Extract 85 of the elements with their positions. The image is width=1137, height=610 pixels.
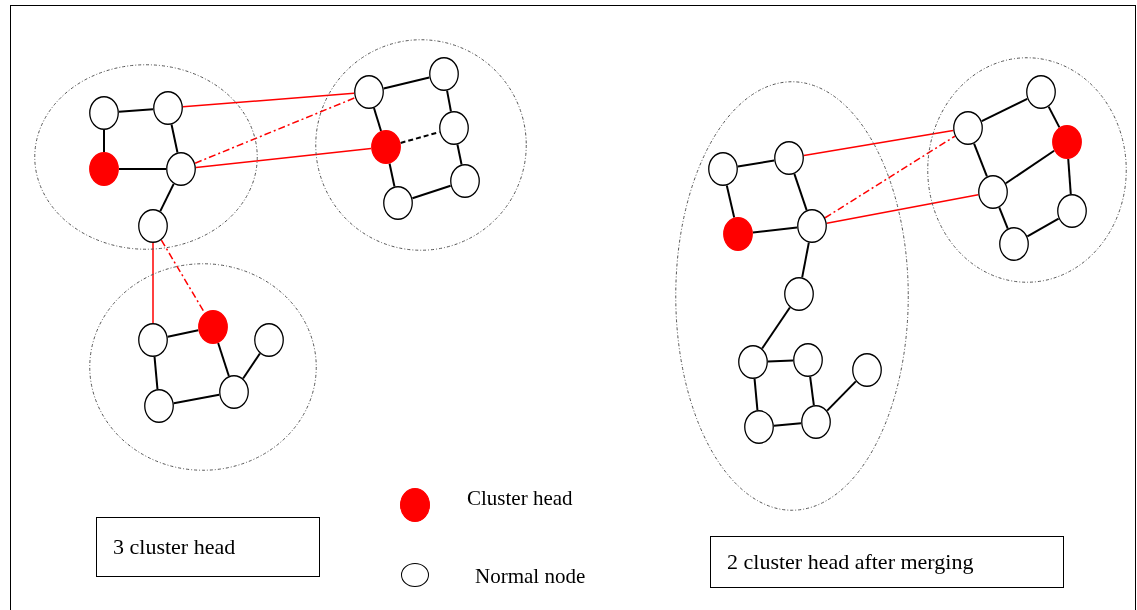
link-line bbox=[152, 242, 154, 324]
link-line bbox=[1047, 105, 1061, 129]
link-line bbox=[172, 393, 221, 405]
dashed-link bbox=[194, 97, 356, 164]
link-line bbox=[751, 226, 799, 234]
link-line bbox=[382, 76, 431, 90]
link-line bbox=[446, 89, 452, 113]
normal-node bbox=[801, 405, 831, 439]
normal-node bbox=[166, 152, 196, 186]
link-line bbox=[998, 206, 1009, 230]
legend-label: Cluster head bbox=[467, 487, 573, 509]
link-line bbox=[153, 355, 159, 391]
cluster-boundary bbox=[89, 263, 317, 471]
link-line bbox=[725, 184, 736, 219]
link-line bbox=[793, 172, 808, 212]
cluster-head-node bbox=[89, 152, 119, 186]
normal-node bbox=[383, 186, 413, 220]
link-line bbox=[118, 168, 167, 170]
normal-node bbox=[254, 323, 284, 357]
normal-node bbox=[774, 141, 804, 175]
normal-node bbox=[219, 375, 249, 409]
normal-node bbox=[144, 389, 174, 423]
normal-node bbox=[138, 209, 168, 243]
link-line bbox=[388, 162, 396, 188]
link-line bbox=[803, 129, 954, 157]
link-line bbox=[195, 147, 372, 169]
link-line bbox=[1004, 149, 1056, 185]
link-line bbox=[772, 422, 803, 427]
link-line bbox=[411, 184, 452, 200]
normal-node bbox=[978, 175, 1008, 209]
link-line bbox=[1026, 217, 1060, 238]
caption-text: 3 cluster head bbox=[113, 533, 236, 561]
normal-node bbox=[354, 75, 384, 109]
cluster-head-node bbox=[371, 130, 401, 164]
normal-node bbox=[793, 343, 823, 377]
link-line bbox=[170, 123, 179, 154]
cluster-boundary bbox=[315, 39, 527, 251]
dashed-link bbox=[824, 135, 956, 219]
link-line bbox=[980, 97, 1029, 123]
caption-text: 2 cluster head after merging bbox=[727, 548, 974, 576]
normal-node bbox=[429, 57, 459, 91]
link-line bbox=[801, 241, 810, 279]
cluster-boundary bbox=[927, 57, 1127, 283]
normal-node bbox=[999, 227, 1029, 261]
normal-node bbox=[1026, 75, 1056, 109]
link-line bbox=[1067, 157, 1072, 196]
normal-node bbox=[439, 111, 469, 145]
link-line bbox=[973, 142, 988, 178]
link-line bbox=[826, 380, 857, 412]
link-line bbox=[166, 329, 200, 338]
legend-label: Normal node bbox=[475, 565, 586, 587]
normal-node bbox=[784, 277, 814, 311]
normal-node bbox=[797, 209, 827, 243]
link-line bbox=[761, 306, 791, 350]
link-line bbox=[103, 129, 105, 153]
link-line bbox=[753, 377, 759, 412]
link-line bbox=[217, 341, 230, 378]
link-line bbox=[456, 143, 463, 166]
link-line bbox=[826, 194, 979, 224]
cluster-head-node bbox=[723, 217, 753, 251]
link-line bbox=[182, 92, 355, 108]
link-line bbox=[242, 352, 261, 380]
normal-node bbox=[153, 91, 183, 125]
normal-node bbox=[852, 353, 882, 387]
normal-node bbox=[138, 323, 168, 357]
cluster-boundary bbox=[34, 64, 258, 250]
link-line bbox=[117, 108, 155, 113]
normal-node bbox=[744, 410, 774, 444]
link-line bbox=[809, 375, 815, 407]
dashed-link bbox=[160, 239, 206, 314]
link-line bbox=[736, 159, 776, 168]
caption-box bbox=[710, 536, 1064, 588]
normal-node bbox=[953, 111, 983, 145]
normal-node bbox=[450, 164, 480, 198]
caption-box bbox=[96, 517, 320, 577]
link-line bbox=[767, 359, 794, 363]
cluster-head-node bbox=[1052, 125, 1082, 159]
normal-node bbox=[738, 345, 768, 379]
normal-node bbox=[708, 152, 738, 186]
normal-node bbox=[89, 96, 119, 130]
link-line bbox=[372, 107, 383, 132]
cluster-boundary bbox=[675, 81, 909, 511]
cluster-head-node bbox=[198, 310, 228, 344]
link-line bbox=[159, 182, 175, 213]
normal-node bbox=[1057, 194, 1087, 228]
